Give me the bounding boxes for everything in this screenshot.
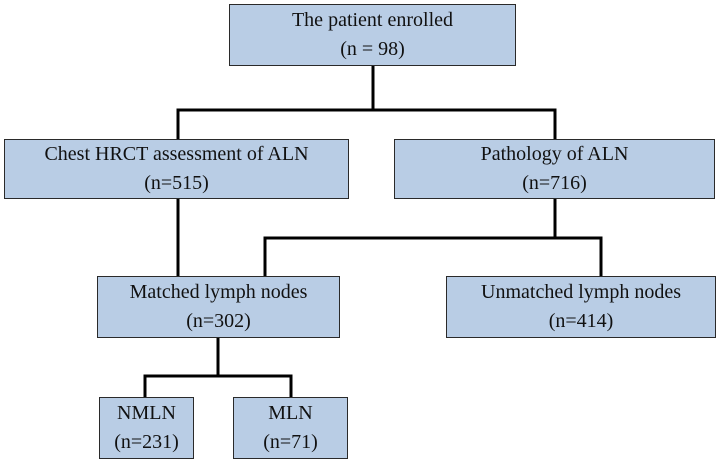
box-matched-lymph-nodes: Matched lymph nodes (n=302)	[97, 276, 340, 338]
mln-count: (n=71)	[263, 431, 318, 453]
box-pathology: Pathology of ALN (n=716)	[394, 139, 715, 199]
patient-enrolled-count: (n = 98)	[340, 38, 405, 60]
mln-title: MLN	[268, 402, 313, 424]
box-patient-enrolled: The patient enrolled (n = 98)	[229, 4, 516, 66]
pathology-count: (n=716)	[522, 172, 587, 194]
box-mln: MLN (n=71)	[233, 397, 348, 459]
box-nmln: NMLN (n=231)	[99, 397, 194, 459]
box-unmatched-lymph-nodes: Unmatched lymph nodes (n=414)	[446, 276, 716, 338]
pathology-title: Pathology of ALN	[480, 143, 629, 165]
chest-hrct-count: (n=515)	[144, 172, 209, 194]
unmatched-count: (n=414)	[548, 310, 614, 332]
patient-enrolled-title: The patient enrolled	[291, 9, 454, 31]
nmln-title: NMLN	[117, 402, 176, 424]
box-chest-hrct: Chest HRCT assessment of ALN (n=515)	[4, 139, 349, 199]
unmatched-title: Unmatched lymph nodes	[481, 281, 681, 303]
nmln-count: (n=231)	[114, 431, 179, 453]
matched-title: Matched lymph nodes	[129, 281, 308, 303]
matched-count: (n=302)	[186, 310, 251, 332]
chest-hrct-title: Chest HRCT assessment of ALN	[44, 143, 309, 165]
